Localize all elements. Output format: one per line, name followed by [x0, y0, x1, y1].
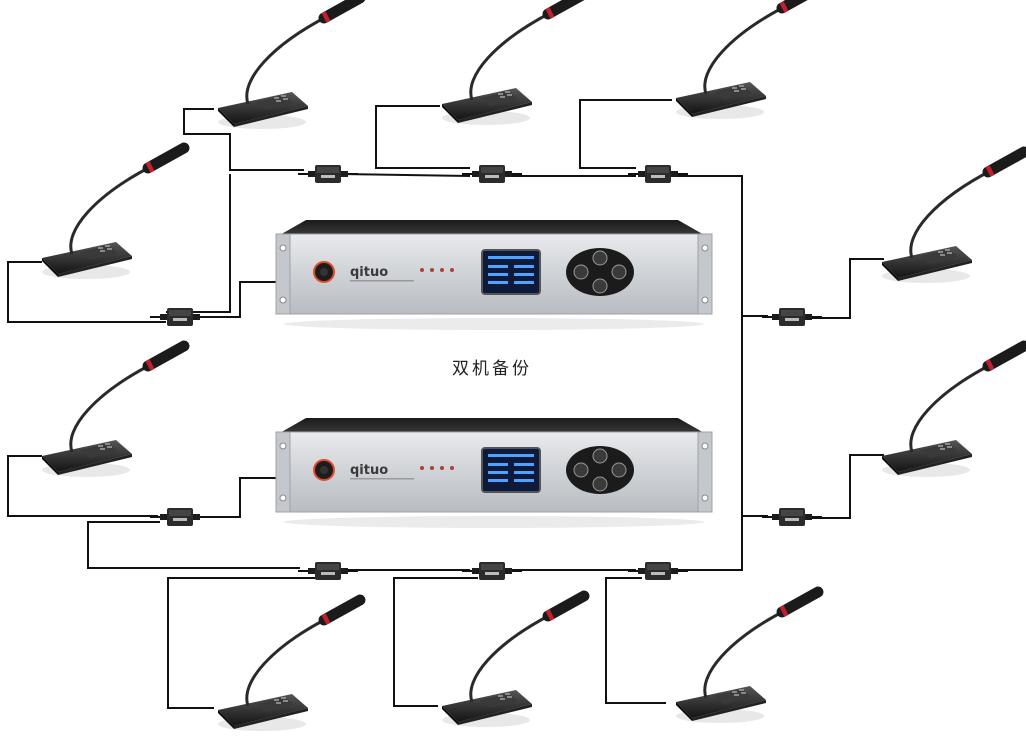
cable-network	[7, 99, 884, 709]
splitter-box	[762, 508, 822, 526]
conference-microphone	[882, 346, 1024, 477]
conference-host-backup	[275, 417, 713, 529]
conference-host-primary	[275, 219, 713, 331]
conference-microphone	[676, 592, 818, 723]
splitter-box	[462, 165, 522, 183]
conference-microphone	[676, 0, 818, 119]
conference-microphone	[42, 346, 184, 477]
conference-microphone	[882, 152, 1024, 283]
splitter-box	[150, 308, 210, 326]
conference-microphone	[442, 596, 584, 727]
splitter-box	[298, 165, 358, 183]
conference-microphone	[218, 0, 360, 129]
conference-microphone	[218, 600, 360, 731]
splitter-box	[150, 508, 210, 526]
splitter-box	[762, 308, 822, 326]
dual-backup-caption: 双机备份	[452, 359, 532, 379]
conference-microphone	[42, 148, 184, 279]
splitter-box	[628, 165, 688, 183]
conference-microphone	[442, 0, 584, 125]
